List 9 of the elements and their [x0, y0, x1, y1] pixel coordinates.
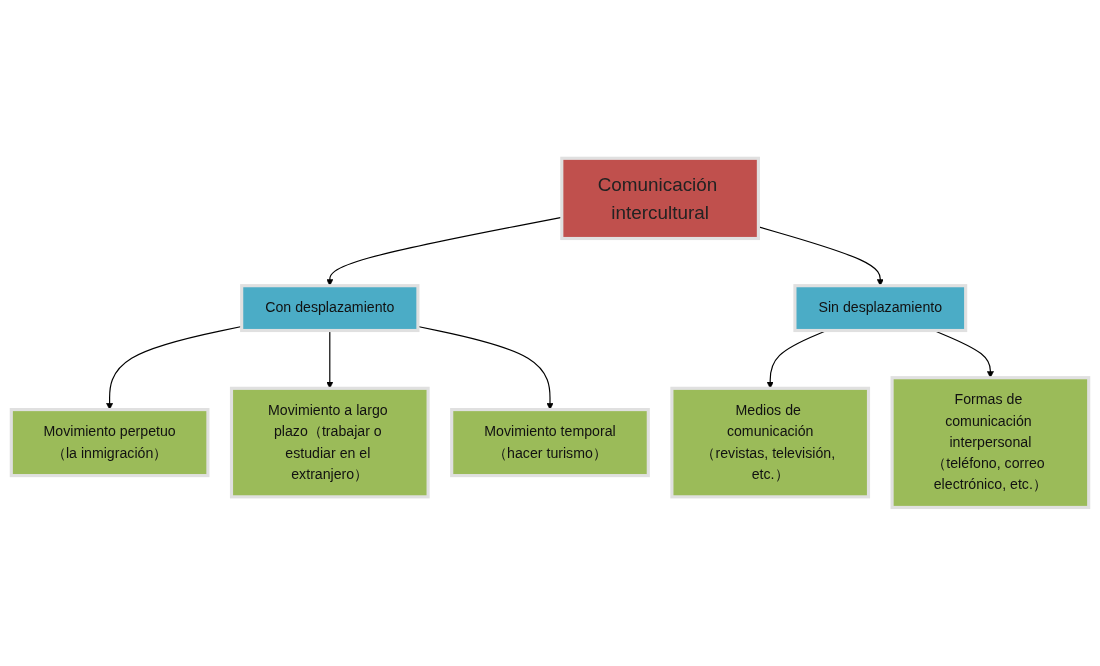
node-box: Comunicación intercultural: [560, 156, 760, 241]
node-box: Movimiento a largo plazo（trabajar o estudiar en el extranjero）: [229, 386, 430, 499]
arrow: [326, 330, 334, 389]
node-box: Con desplazamiento: [240, 284, 420, 333]
node-box: Medios de comunicación（revistas, televisión, etc.）: [670, 386, 871, 499]
node-box: Formas de comunicación interpersonal（teléfono, correo electrónico, etc.）: [890, 376, 1091, 510]
node-box: Sin desplazamiento: [793, 284, 968, 333]
node-box: Movimiento temporal（hacer turismo）: [450, 408, 650, 478]
node-box: Movimiento perpetuo（la inmigración）: [9, 408, 210, 478]
